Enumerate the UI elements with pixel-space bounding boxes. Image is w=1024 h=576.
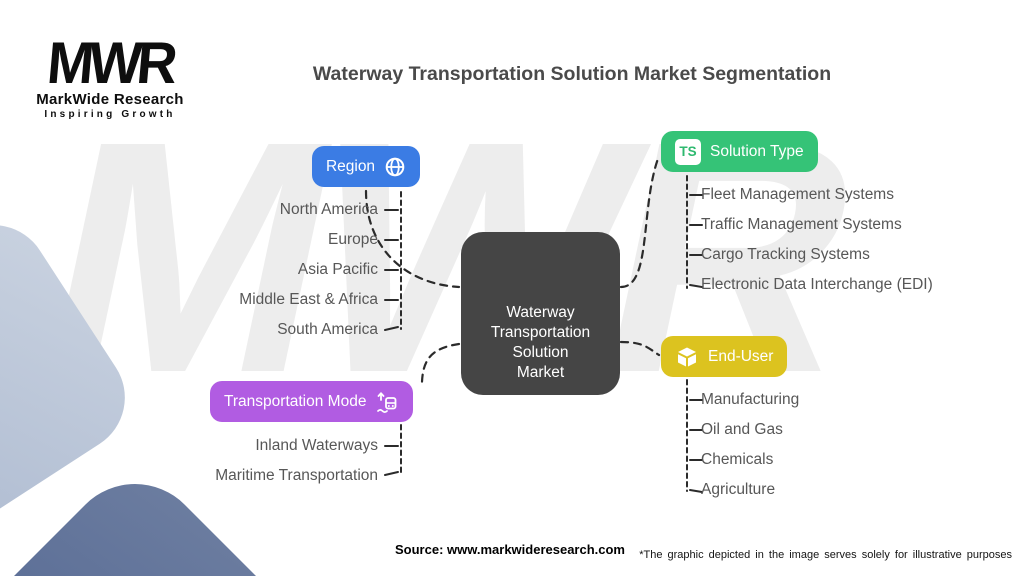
region-item[interactable]: South America — [277, 321, 378, 338]
page-title: Waterway Transportation Solution Market … — [312, 63, 832, 85]
center-market-node[interactable]: Waterway Transportation Solution Market — [461, 232, 620, 395]
solution-type-button[interactable]: TS Solution Type — [661, 131, 818, 172]
center-market-label: Waterway Transportation Solution Market — [490, 304, 591, 381]
region-item[interactable]: North America — [279, 201, 378, 218]
solution-type-items: Fleet Management Systems Traffic Managem… — [701, 180, 933, 300]
source-note: Source: www.markwideresearch.com — [394, 542, 626, 557]
cube-icon — [675, 345, 699, 369]
end-user-label: End-User — [708, 347, 774, 365]
solution-type-label: Solution Type — [710, 142, 804, 160]
solution-type-item[interactable]: Traffic Management Systems — [701, 216, 902, 233]
transportation-mode-item[interactable]: Inland Waterways — [255, 437, 378, 454]
disclaimer-note: *The graphic depicted in the image serve… — [639, 549, 1012, 561]
transportation-mode-items: Inland Waterways Maritime Transportation — [215, 431, 378, 491]
globe-icon — [384, 156, 406, 178]
region-item[interactable]: Middle East & Africa — [239, 291, 378, 308]
transportation-mode-button[interactable]: Transportation Mode — [210, 381, 414, 422]
logo-name: MarkWide Research — [36, 91, 184, 109]
markwide-logo: MWR MarkWide Research Inspiring Growth — [30, 29, 190, 121]
end-user-item[interactable]: Oil and Gas — [701, 421, 783, 438]
region-label: Region — [325, 157, 376, 175]
solution-type-item[interactable]: Electronic Data Interchange (EDI) — [701, 276, 933, 293]
transportation-mode-item[interactable]: Maritime Transportation — [215, 467, 378, 484]
end-user-item[interactable]: Manufacturing — [701, 391, 800, 408]
transportation-mode-label: Transportation Mode — [224, 392, 367, 410]
end-user-items: Manufacturing Oil and Gas Chemicals Agri… — [701, 385, 799, 505]
solution-type-item[interactable]: Cargo Tracking Systems — [701, 246, 870, 263]
end-user-item[interactable]: Chemicals — [701, 451, 774, 468]
region-item[interactable]: Europe — [328, 231, 378, 248]
region-items: North America Europe Asia Pacific Middle… — [239, 195, 378, 345]
logo-tagline: Inspiring Growth — [44, 109, 176, 121]
solution-type-item[interactable]: Fleet Management Systems — [701, 186, 894, 203]
end-user-item[interactable]: Agriculture — [701, 481, 776, 498]
end-user-button[interactable]: End-User — [661, 336, 788, 377]
transport-modes-icon — [375, 390, 399, 414]
logo-monogram: MWR — [44, 29, 176, 96]
region-button[interactable]: Region — [312, 146, 420, 187]
ts-badge-icon: TS — [675, 138, 701, 165]
region-item[interactable]: Asia Pacific — [297, 261, 378, 278]
